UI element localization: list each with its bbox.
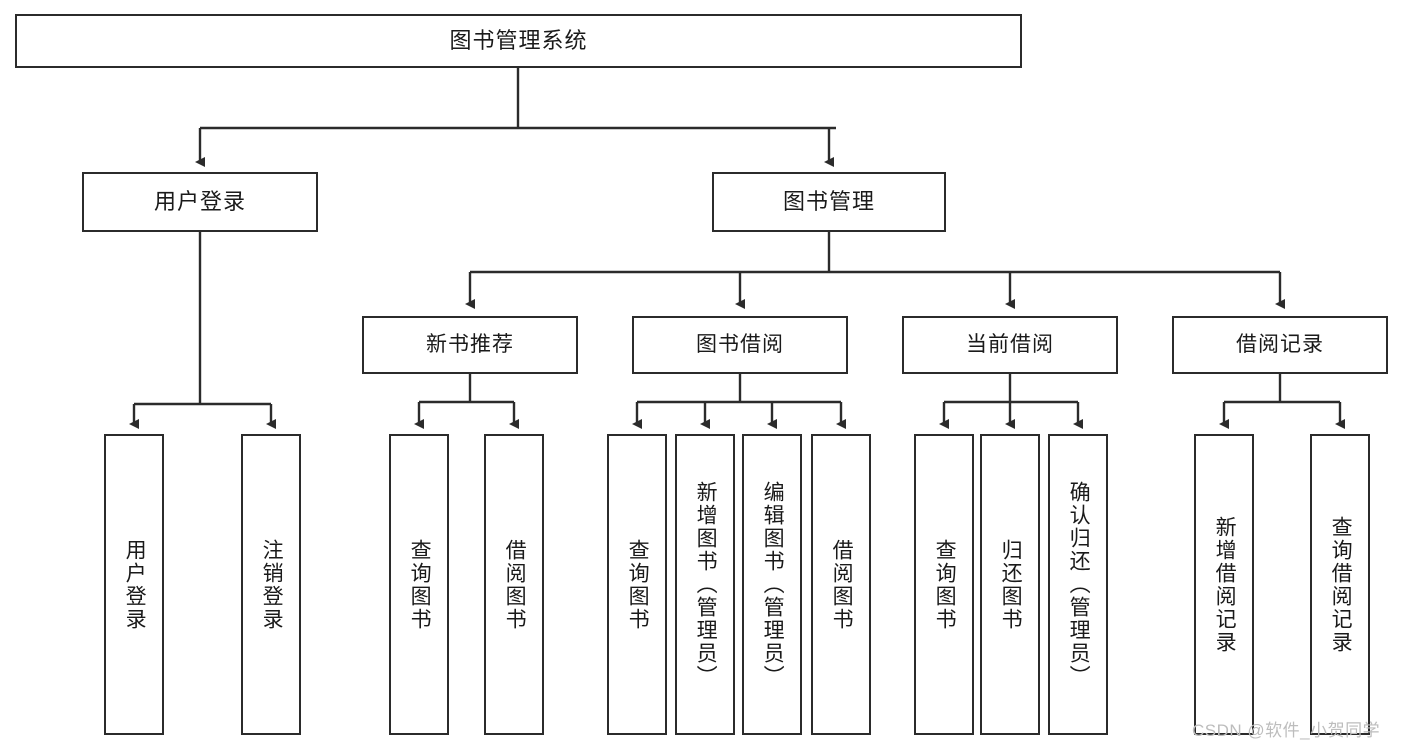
node-leaf-query-book-1-label: 查询图书 xyxy=(408,538,432,631)
node-current-borrow[interactable]: 当前借阅 xyxy=(902,316,1118,374)
node-user-login[interactable]: 用户登录 xyxy=(82,172,318,232)
node-current-borrow-label: 当前借阅 xyxy=(966,332,1054,356)
node-leaf-borrow-book-2-label: 借阅图书 xyxy=(830,538,854,631)
node-book-borrow[interactable]: 图书借阅 xyxy=(632,316,848,374)
node-leaf-add-book[interactable]: 新增图书（管理员） xyxy=(675,434,735,735)
node-root[interactable]: 图书管理系统 xyxy=(15,14,1022,68)
node-leaf-user-login[interactable]: 用户登录 xyxy=(104,434,164,735)
node-book-manage-label: 图书管理 xyxy=(782,189,875,215)
node-leaf-query-book-2-label: 查询图书 xyxy=(626,538,650,631)
node-borrow-record-label: 借阅记录 xyxy=(1236,332,1324,356)
node-leaf-user-login-label: 用户登录 xyxy=(123,538,147,631)
node-leaf-query-record[interactable]: 查询借阅记录 xyxy=(1310,434,1370,735)
node-leaf-return-book[interactable]: 归还图书 xyxy=(980,434,1040,735)
node-leaf-confirm-return[interactable]: 确认归还（管理员） xyxy=(1048,434,1108,735)
node-leaf-logout-label: 注销登录 xyxy=(260,538,284,631)
node-leaf-borrow-book-2[interactable]: 借阅图书 xyxy=(811,434,871,735)
node-leaf-query-book-3-label: 查询图书 xyxy=(933,538,957,631)
node-leaf-query-book-3[interactable]: 查询图书 xyxy=(914,434,974,735)
node-new-book-recommend[interactable]: 新书推荐 xyxy=(362,316,578,374)
node-leaf-return-book-label: 归还图书 xyxy=(999,538,1023,631)
node-leaf-add-record[interactable]: 新增借阅记录 xyxy=(1194,434,1254,735)
node-leaf-query-record-label: 查询借阅记录 xyxy=(1329,515,1353,654)
node-leaf-borrow-book-1-label: 借阅图书 xyxy=(503,538,527,631)
node-leaf-query-book-2[interactable]: 查询图书 xyxy=(607,434,667,735)
node-book-manage[interactable]: 图书管理 xyxy=(712,172,946,232)
node-leaf-logout[interactable]: 注销登录 xyxy=(241,434,301,735)
node-book-borrow-label: 图书借阅 xyxy=(696,332,784,356)
node-borrow-record[interactable]: 借阅记录 xyxy=(1172,316,1388,374)
node-leaf-confirm-return-label: 确认归还（管理员） xyxy=(1067,481,1091,688)
node-leaf-edit-book-label: 编辑图书（管理员） xyxy=(761,481,785,688)
node-leaf-edit-book[interactable]: 编辑图书（管理员） xyxy=(742,434,802,735)
node-new-book-recommend-label: 新书推荐 xyxy=(426,332,514,356)
node-leaf-borrow-book-1[interactable]: 借阅图书 xyxy=(484,434,544,735)
node-leaf-query-book-1[interactable]: 查询图书 xyxy=(389,434,449,735)
node-leaf-add-book-label: 新增图书（管理员） xyxy=(694,481,718,688)
csdn-watermark: CSDN @软件_小贺同学 xyxy=(1192,721,1381,740)
node-user-login-label: 用户登录 xyxy=(153,189,246,215)
node-root-label: 图书管理系统 xyxy=(449,28,588,54)
node-leaf-add-record-label: 新增借阅记录 xyxy=(1213,515,1237,654)
